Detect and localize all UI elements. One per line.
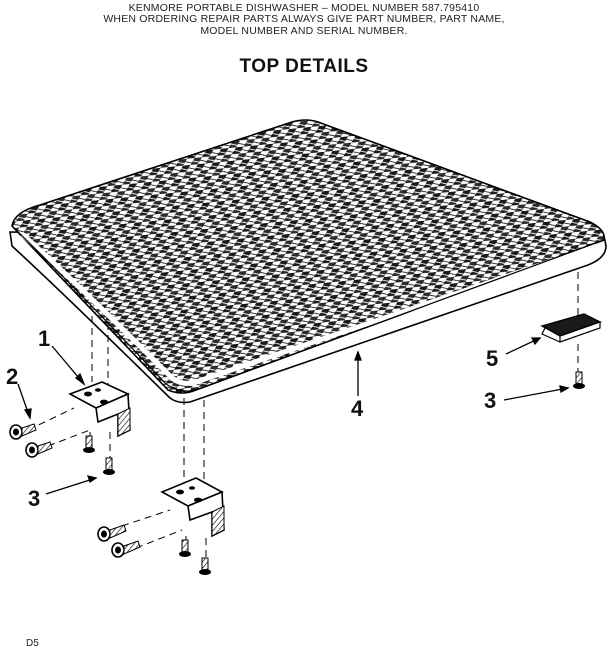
screw-vertical-2: [103, 457, 115, 475]
diagram-title: TOP DETAILS: [239, 56, 369, 77]
screw-vertical-4: [199, 557, 211, 575]
callout-4: 4: [351, 396, 364, 421]
screw-hex-2: [25, 441, 53, 458]
callout-1: 1: [38, 326, 50, 351]
retaining-clip: [540, 313, 602, 343]
callout-5: 5: [486, 346, 498, 371]
header-line-3: MODEL NUMBER AND SERIAL NUMBER.: [200, 25, 408, 37]
footer-code: D5: [26, 638, 39, 649]
header-line-2: WHEN ORDERING REPAIR PARTS ALWAYS GIVE P…: [103, 13, 505, 25]
mounting-bracket-upper: [68, 381, 131, 438]
header-line-1: KENMORE PORTABLE DISHWASHER – MODEL NUMB…: [128, 2, 480, 14]
screw-hex-1: [9, 423, 37, 440]
screw-vertical-5: [573, 371, 585, 389]
screw-hex-3: [97, 524, 127, 542]
countertop-top: [9, 119, 607, 404]
screw-vertical-3: [179, 539, 191, 557]
screw-vertical-1: [83, 435, 95, 453]
callout-3-right: 3: [484, 388, 496, 413]
mounting-bracket-lower: [160, 477, 225, 538]
callout-2: 2: [6, 364, 18, 389]
leader-lines: [17, 337, 570, 495]
screw-hex-4: [111, 540, 141, 558]
callout-3-left: 3: [28, 486, 40, 511]
